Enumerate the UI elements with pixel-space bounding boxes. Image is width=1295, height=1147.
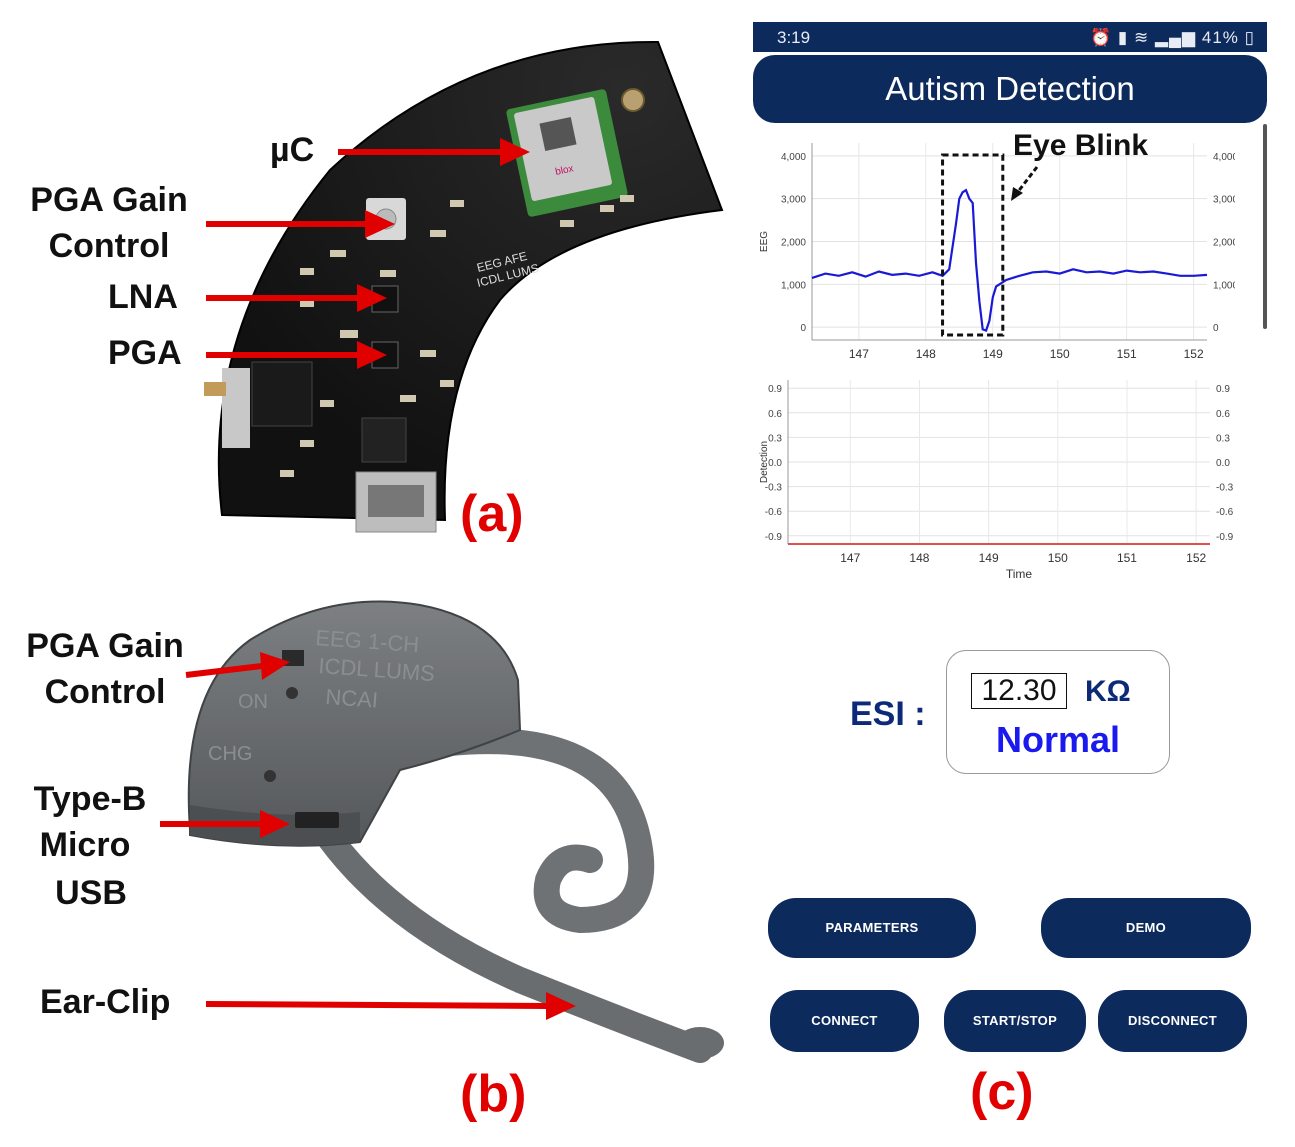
label-ear-clip: Ear-Clip — [40, 983, 171, 1021]
label-pga-gain-control-a-line1: PGA Gain — [30, 181, 188, 219]
y-axis-label: EEG — [759, 231, 770, 252]
x-tick-label: 150 — [1048, 551, 1068, 565]
series-line — [811, 188, 1208, 333]
y-tick-label-right: 2,000 — [1213, 238, 1235, 249]
x-tick-label: 150 — [1050, 347, 1070, 361]
engraving-3: NCAI — [325, 684, 379, 713]
disconnect-button[interactable]: DISCONNECT — [1098, 990, 1247, 1052]
esi-box: 12.30 KΩ Normal — [946, 650, 1170, 774]
y-tick-label-left: -0.3 — [765, 483, 783, 494]
x-tick-label: 151 — [1117, 347, 1137, 361]
y-tick-label-left: 0.3 — [768, 433, 782, 444]
app-title-bar: Autism Detection — [753, 55, 1267, 123]
chip-brand: blox — [554, 163, 574, 178]
engraving-chg: CHG — [208, 743, 252, 765]
y-tick-label-left: 2,000 — [781, 238, 806, 249]
y-axis-label: Detection — [759, 441, 770, 483]
y-tick-label-left: 0.0 — [768, 458, 782, 469]
device-image: EEG 1-CH ICDL LUMS NCAI ON CHG — [160, 600, 724, 1063]
x-tick-label: 147 — [840, 551, 860, 565]
y-tick-label-right: 0 — [1213, 323, 1219, 334]
alarm-icon: ⏰ — [1089, 28, 1113, 47]
wifi-icon: ≋ — [1133, 28, 1150, 47]
x-axis-label: Time — [1006, 567, 1033, 581]
demo-button[interactable]: DEMO — [1041, 898, 1251, 958]
label-pga-gain-control-b-line1: PGA Gain — [26, 627, 184, 665]
eye-blink-arrowhead — [1011, 187, 1023, 201]
panel-letter-b: (b) — [460, 1065, 527, 1123]
esi-value: 12.30 — [971, 673, 1067, 709]
label-lna: LNA — [108, 278, 178, 316]
y-tick-label-left: 1,000 — [781, 280, 806, 291]
x-tick-label: 151 — [1117, 551, 1137, 565]
x-tick-label: 148 — [909, 551, 929, 565]
x-tick-label: 152 — [1184, 347, 1204, 361]
y-tick-label-right: -0.3 — [1216, 483, 1234, 494]
y-tick-label-right: 0.0 — [1216, 458, 1230, 469]
y-tick-label-right: 3,000 — [1213, 195, 1235, 206]
y-tick-label-left: 0 — [800, 323, 806, 334]
status-time: 3:19 — [777, 28, 811, 47]
panel-letter-a: (a) — [460, 485, 524, 543]
eeg-chart: 4,000 4,000 3,000 3,000 2,000 2,000 1,000 1,000… — [759, 129, 1235, 361]
label-pga: PGA — [108, 334, 182, 372]
scrollbar[interactable] — [1263, 124, 1267, 329]
signal-icon: ▂▄▆ — [1154, 28, 1197, 47]
status-bar: 3:19 ⏰ ▮ ≋ ▂▄▆ 41% ▯ — [753, 22, 1267, 52]
y-tick-label-right: -0.9 — [1216, 532, 1234, 543]
esi-status: Normal — [995, 719, 1121, 760]
panel-b: EEG 1-CH ICDL LUMS NCAI ON CHG PGA Gain … — [0, 580, 740, 1147]
lock-icon: ▮ — [1117, 28, 1129, 47]
y-tick-label-left: -0.9 — [765, 532, 783, 543]
y-tick-label-left: -0.6 — [765, 507, 783, 518]
start-stop-button[interactable]: START/STOP — [944, 990, 1086, 1052]
parameters-button[interactable]: PARAMETERS — [768, 898, 976, 958]
eye-blink-box — [941, 153, 1005, 337]
y-tick-label-left: 4,000 — [781, 152, 806, 163]
y-tick-label-right: 0.9 — [1216, 384, 1230, 395]
connect-button[interactable]: CONNECT — [770, 990, 919, 1052]
label-usb-line2: Micro — [39, 826, 131, 864]
label-pga-gain-control-b-line2: Control — [44, 673, 166, 711]
battery-icon: ▯ — [1244, 28, 1255, 47]
engraving-on: ON — [238, 691, 268, 713]
label-pga-gain-control-a-line2: Control — [48, 227, 170, 265]
x-tick-label: 149 — [983, 347, 1003, 361]
label-usb-line3: USB — [55, 874, 127, 912]
esi-unit: KΩ — [1085, 675, 1131, 708]
y-tick-label-right: 0.3 — [1216, 433, 1230, 444]
label-uc: µC — [270, 131, 315, 169]
panel-letter-c: (c) — [970, 1063, 1034, 1121]
eye-blink-arrow — [1015, 166, 1039, 194]
x-tick-label: 148 — [916, 347, 936, 361]
y-tick-label-left: 3,000 — [781, 195, 806, 206]
y-tick-label-left: 0.6 — [768, 409, 782, 420]
y-tick-label-right: 1,000 — [1213, 280, 1235, 291]
y-tick-label-right: 0.6 — [1216, 409, 1230, 420]
status-icons: ⏰ ▮ ≋ ▂▄▆ 41% ▯ — [1090, 28, 1255, 48]
x-tick-label: 147 — [849, 347, 869, 361]
detection-chart: 0.9 0.9 0.6 0.6 0.3 0.3 0.0 0.0 -0.3 -0.3 -0.6 -0.6… — [759, 380, 1234, 581]
pcb-board-image: EEG AFE ICDL LUMS blox — [204, 40, 724, 533]
label-usb-line1: Type-B — [33, 780, 147, 818]
esi-label: ESI : — [850, 695, 926, 733]
x-tick-label: 149 — [979, 551, 999, 565]
y-tick-label-right: 4,000 — [1213, 152, 1235, 163]
x-tick-label: 152 — [1186, 551, 1206, 565]
eye-blink-annotation: Eye Blink — [1013, 129, 1148, 162]
battery-percent: 41% — [1201, 28, 1239, 47]
y-tick-label-right: -0.6 — [1216, 507, 1234, 518]
panel-a: EEG AFE ICDL LUMS blox µC PGA Gain Contr… — [0, 0, 740, 560]
y-tick-label-left: 0.9 — [768, 384, 782, 395]
